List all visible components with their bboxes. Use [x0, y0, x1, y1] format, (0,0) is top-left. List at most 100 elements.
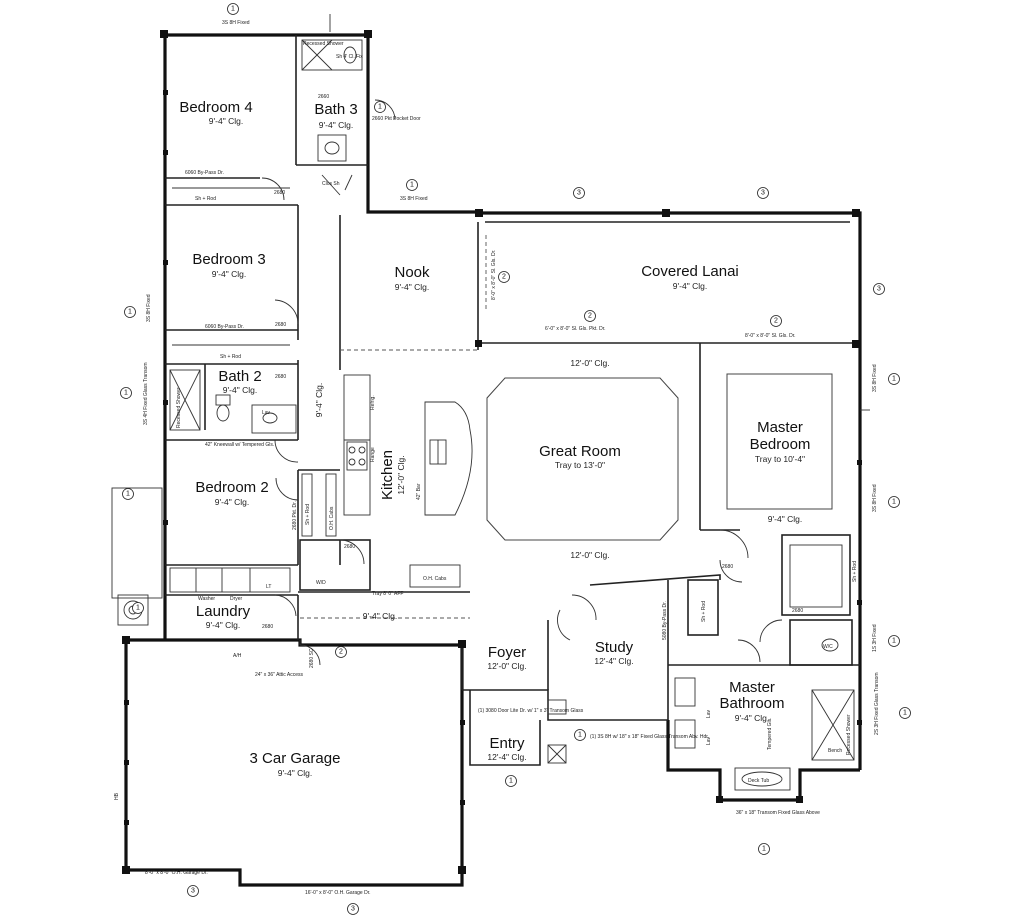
note-ac-unit: A/H	[233, 653, 242, 659]
notes: 3S 8H Fixed Recessed Shower Sh 4' Cl. Fi…	[114, 20, 880, 896]
bubble-1: 1	[231, 6, 235, 13]
note-foyer-window: (1) 3S 8H w/ 18" x 18" Fixed Glass Trans…	[590, 734, 709, 740]
note-mb-window2: 3S 8H Fixed	[872, 484, 878, 512]
study-name: Study	[595, 639, 634, 656]
foyer-ceiling: 12'-0" Clg.	[487, 661, 526, 671]
note-garage-door2: 16'-0" x 8'-0" O.H. Garage Dr.	[305, 890, 370, 896]
callout-bubbles: 1 1 3 3 3 2 2 2 1 1 1 1 1 1 1 1 3 3 1 1 …	[120, 3, 911, 915]
note-recessed-shower-b2: Recessed Shower	[176, 387, 182, 428]
note-lanai-side: 8'-0" x 8'-0" Sl. Gls. Dr.	[491, 250, 497, 300]
nook-ceiling: 9'-4" Clg.	[395, 282, 429, 292]
great-room-ceiling-bottom: 12'-0" Clg.	[570, 550, 609, 560]
bubble-10: 1	[128, 309, 132, 316]
note-master-door: 2680	[792, 608, 803, 614]
bedroom2-name: Bedroom 2	[195, 479, 268, 496]
note-bench: Bench	[828, 748, 842, 754]
bedroom3-ceiling: 9'-4" Clg.	[212, 269, 246, 279]
note-wall-oven: W/D	[316, 580, 326, 586]
note-lav2: Lav	[706, 709, 712, 718]
note-range: Range	[370, 447, 376, 462]
great-room-ceiling: Tray to 13'-0"	[555, 460, 605, 470]
note-mbath-window: 1S 3H Fixed	[872, 624, 878, 652]
note-knee-wall: 42" Kneewall w/ Tempered Gls.	[205, 442, 274, 448]
note-garage-door1: 8'-0" x 8'-0" O.H. Garage Dr.	[145, 870, 208, 876]
bubble-8: 2	[774, 318, 778, 325]
bath2-ceiling: 9'-4" Clg.	[223, 385, 257, 395]
nook-name: Nook	[394, 264, 430, 281]
bubble-4: 3	[761, 190, 765, 197]
note-pantry-door: 2680 Pkt. Dr.	[292, 501, 298, 530]
note-lav3: Lav	[706, 736, 712, 745]
note-shelf-b2: Sh + Rod	[305, 504, 311, 525]
lanai-name: Covered Lanai	[641, 263, 739, 280]
note-wic-shelf: Sh + Rod	[701, 601, 707, 622]
master-bedroom-name-2: Bedroom	[750, 436, 811, 453]
note-bath3-door: 2660	[318, 94, 329, 100]
hall-laundry-ceiling: 9'-4" Clg.	[363, 611, 397, 621]
note-lanai-slider2: 8'-0" x 8'-0" Sl. Gls. Dr.	[745, 333, 795, 339]
note-entry-door: (1) 3080 Door Lite Dr. w/ 1" x 3" Transo…	[478, 708, 584, 714]
note-door-2680c: 2680	[344, 544, 355, 550]
study-ceiling: 12'-4" Clg.	[594, 656, 633, 666]
note-bypass-b3: 6060 By-Pass Dr.	[205, 324, 244, 330]
note-door-2680d: 2680	[722, 564, 733, 570]
kitchen-ceiling: 12'-0" Clg.	[396, 455, 406, 494]
master-bath-name-2: Bathroom	[719, 695, 784, 712]
note-shelf-b3: Sh + Rod	[220, 354, 241, 360]
bubble-16: 1	[762, 846, 766, 853]
bedroom4-name: Bedroom 4	[179, 99, 252, 116]
bubble-20: 1	[578, 732, 582, 739]
room-labels: Bedroom 4 9'-4" Clg. Bath 3 9'-4" Clg. B…	[179, 99, 810, 778]
hall-bedroom-ceiling: 9'-4" Clg.	[314, 383, 324, 417]
note-door-2680b: 2680	[275, 322, 286, 328]
note-mb-toilet: W/C	[823, 644, 833, 650]
bubble-23: 2	[339, 649, 343, 656]
note-attic: 24" x 36" Attic Access	[255, 672, 304, 678]
entry-name: Entry	[489, 735, 525, 752]
note-bar: 42" Bar	[416, 483, 422, 500]
note-recessed-shower-b3: Recessed Shower	[303, 41, 344, 47]
interior-walls	[165, 14, 870, 791]
note-mbath-side-window: 2S 3H Fixed Glass Transom	[874, 672, 880, 735]
great-room-name: Great Room	[539, 443, 621, 460]
note-dryer: Dryer	[230, 596, 243, 602]
bubble-15: 1	[903, 710, 907, 717]
master-bath-name-1: Master	[729, 679, 775, 696]
garage-name: 3 Car Garage	[250, 750, 341, 767]
bath2-name: Bath 2	[218, 368, 261, 385]
note-hb: HB	[114, 792, 120, 800]
note-recessed-shower-mb: Recessed Shower	[846, 714, 852, 755]
bubble-13: 1	[892, 499, 896, 506]
bubble-14: 1	[892, 638, 896, 645]
bath3-name: Bath 3	[314, 101, 357, 118]
note-hall-arch: Tray 8' 0" AFF	[372, 591, 403, 597]
note-bath2-door: 2680	[275, 374, 286, 380]
entry-ceiling: 12'-4" Clg.	[487, 752, 526, 762]
bubble-18: 3	[351, 906, 355, 913]
note-lt: LT	[266, 584, 271, 590]
bath3-ceiling: 9'-4" Clg.	[319, 120, 353, 130]
note-laundry-door: 2680	[262, 624, 273, 630]
door-swings	[261, 99, 783, 666]
note-top-window: 3S 8H Fixed	[222, 20, 250, 26]
note-door-2680a: 2680	[274, 190, 285, 196]
note-bypass-b4: 6060 By-Pass Dr.	[185, 170, 224, 176]
bubble-17: 3	[191, 888, 195, 895]
note-window-lanai: 3S 8H Fixed	[400, 196, 428, 202]
note-deck-tub: Deck Tub	[748, 778, 769, 784]
great-room-ceiling-top: 12'-0" Clg.	[570, 358, 609, 368]
master-bedroom-ceiling: Tray to 10'-4"	[755, 454, 805, 464]
note-b3-tank: Sh 4' Cl. Fix	[336, 54, 363, 60]
bedroom4-ceiling: 9'-4" Clg.	[209, 116, 243, 126]
note-garage-door-int: 2680 SC	[309, 648, 315, 668]
garage-ceiling: 9'-4" Clg.	[278, 768, 312, 778]
tray-ceilings	[300, 235, 833, 619]
note-oh-cabs2: O.H. Cabs	[423, 576, 447, 582]
note-window-b3: 3S 8H Fixed	[146, 294, 152, 322]
bubble-22: 1	[136, 605, 140, 612]
note-master-wic: Sh + Rod	[852, 561, 858, 582]
note-oh-cabs: O.H. Cabs	[329, 506, 335, 530]
master-bedroom-name-1: Master	[757, 419, 803, 436]
note-fridge: Refrig.	[370, 395, 376, 410]
master-bath-ceiling: 9'-4" Clg.	[735, 713, 769, 723]
